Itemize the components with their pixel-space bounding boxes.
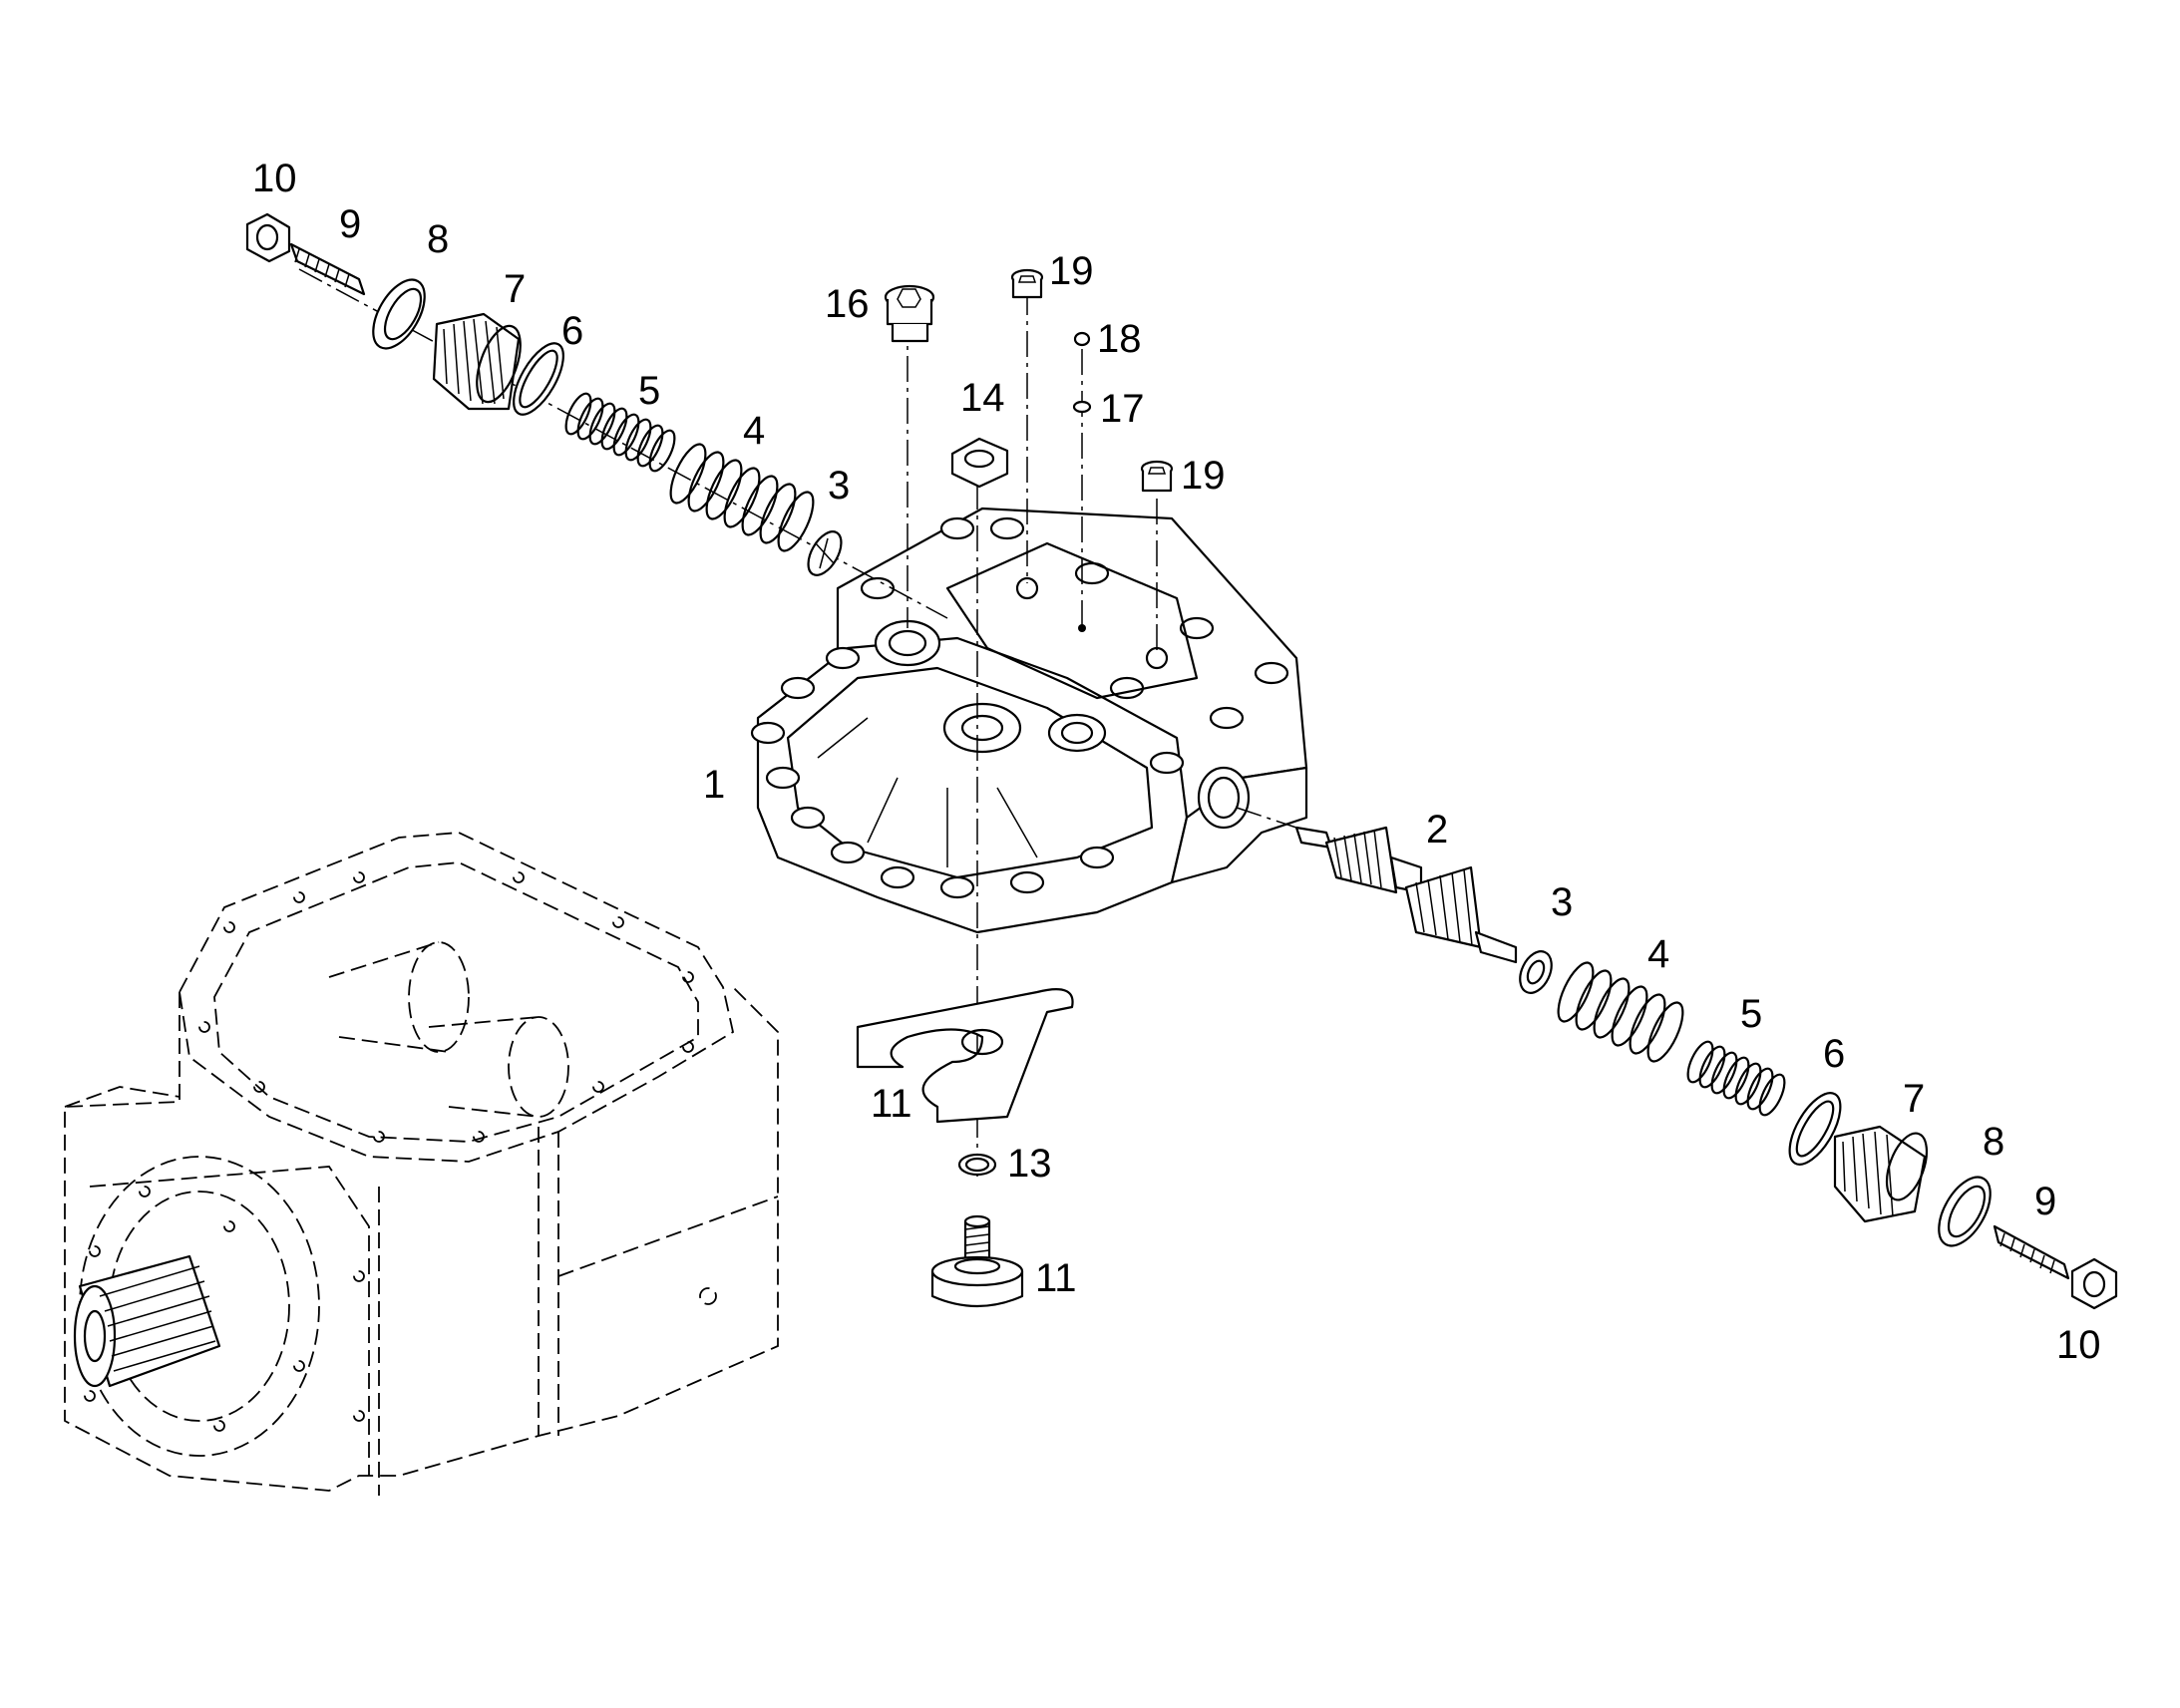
callout-19-a: 19 (1049, 249, 1094, 293)
callout-9-left: 9 (339, 202, 361, 246)
callout-5-left: 5 (638, 369, 660, 413)
right-valve-stack (1294, 826, 2118, 1310)
callout-9-right: 9 (2034, 1180, 2056, 1223)
callout-17: 17 (1100, 387, 1145, 431)
callout-3-left: 3 (828, 464, 850, 508)
threaded-plug-icon (930, 1214, 1024, 1308)
plug-18-icon (1073, 331, 1091, 347)
coil-spring-icon (564, 392, 676, 473)
callout-10-left: 10 (252, 157, 297, 200)
callout-8-left: 8 (427, 217, 449, 261)
o-ring-icon (957, 1153, 997, 1177)
part-callouts: 1 2 3 3 4 4 5 5 6 6 7 7 8 8 9 9 10 10 11… (252, 157, 2101, 1367)
coil-spring-icon (1686, 1040, 1786, 1117)
callout-19-b: 19 (1181, 454, 1226, 498)
callout-6-left: 6 (561, 309, 583, 353)
hex-nut-icon (2070, 1257, 2118, 1310)
callout-1: 1 (703, 763, 725, 807)
o-ring-icon (513, 342, 564, 416)
left-valve-stack (245, 212, 843, 576)
lock-ring-icon (1938, 1176, 1992, 1247)
coil-spring-icon (1557, 961, 1684, 1063)
callout-3-right: 3 (1551, 880, 1573, 924)
callout-4-right: 4 (1647, 932, 1669, 976)
plug-19-icon (1140, 460, 1174, 493)
threaded-sleeve-icon (432, 312, 522, 411)
callout-7-left: 7 (504, 267, 526, 311)
callout-5-right: 5 (1740, 992, 1762, 1036)
callout-18: 18 (1097, 317, 1142, 361)
spring-seat-icon (807, 530, 843, 576)
callout-7-right: 7 (1903, 1077, 1925, 1121)
adjusting-screw-icon (1993, 1224, 2070, 1280)
coil-spring-icon (669, 443, 815, 552)
hex-nut-icon (950, 437, 1009, 489)
seal-17-icon (1072, 400, 1092, 414)
callout-14: 14 (960, 376, 1005, 420)
spring-seat-icon (1519, 950, 1553, 994)
adjusting-screw-icon (289, 242, 366, 296)
pump-housing-icon (64, 832, 779, 1496)
callout-11-bracket: 11 (871, 1082, 912, 1126)
top-plugs (884, 268, 1174, 493)
hex-nut-icon (245, 212, 291, 263)
callout-2: 2 (1426, 808, 1448, 852)
callout-10-right: 10 (2056, 1323, 2101, 1367)
lock-ring-icon (372, 278, 426, 350)
callout-6-right: 6 (1823, 1032, 1845, 1076)
callout-11-plug: 11 (1035, 1256, 1077, 1300)
mounting-bracket-icon (856, 988, 1074, 1124)
threaded-sleeve-icon (1833, 1125, 1929, 1223)
callout-8-right: 8 (1983, 1120, 2004, 1164)
valve-cover-icon (750, 507, 1308, 934)
valve-spool-icon (1294, 826, 1518, 964)
bottom-parts (856, 988, 1074, 1308)
o-ring-icon (1788, 1092, 1842, 1166)
callout-4-left: 4 (743, 409, 765, 453)
callout-16: 16 (825, 282, 870, 326)
plug-16-icon (884, 284, 935, 343)
callout-13: 13 (1007, 1142, 1052, 1186)
plug-19-icon (1010, 268, 1044, 299)
